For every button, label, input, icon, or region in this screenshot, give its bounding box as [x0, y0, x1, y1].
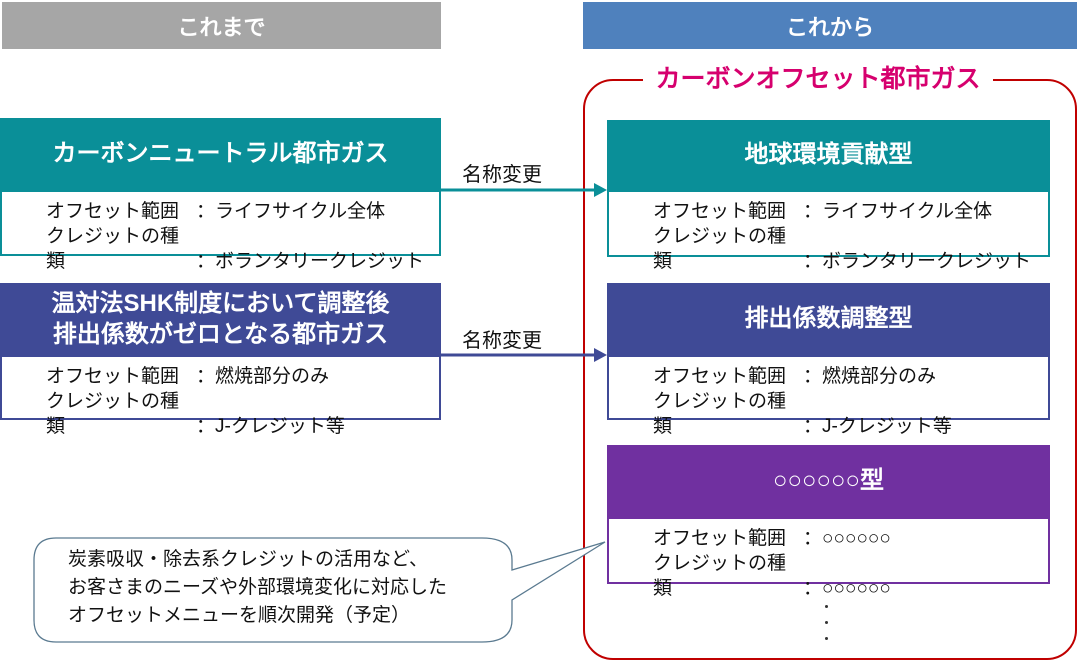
callout-bubble — [33, 537, 606, 643]
before-header: これまで — [2, 2, 441, 49]
separator: ： — [196, 366, 216, 387]
separator: ： — [803, 201, 823, 222]
credit-value: ボランタリークレジット — [215, 251, 425, 272]
shk-title: 温対法SHK制度において調整後 排出係数がゼロとなる都市ガス — [0, 283, 441, 355]
future-type-title: ○○○○○○型 — [607, 445, 1050, 517]
emission-factor-title: 排出係数調整型 — [607, 283, 1050, 355]
group-title: カーボンオフセット都市ガス — [643, 62, 993, 96]
range-label: オフセット範囲 — [653, 201, 787, 222]
future-type-details: オフセット範囲：○○○○○○ クレジットの種類：○○○○○○ — [607, 517, 1050, 599]
separator: ： — [196, 201, 216, 222]
global-environment-title: 地球環境貢献型 — [607, 120, 1050, 190]
separator: ： — [803, 528, 823, 549]
separator: ： — [196, 251, 216, 272]
arrow-2 — [441, 348, 607, 362]
global-environment-details: オフセット範囲：ライフサイクル全体 クレジットの種類：ボランタリークレジット — [607, 190, 1050, 272]
separator: ： — [196, 416, 216, 437]
separator: ： — [803, 578, 823, 599]
emission-factor-details: オフセット範囲：燃焼部分のみ クレジットの種類：J-クレジット等 — [607, 355, 1050, 437]
separator: ： — [803, 366, 823, 387]
carbon-neutral-title: カーボンニュートラル都市ガス — [0, 118, 441, 190]
separator: ： — [803, 251, 823, 272]
range-value: 燃焼部分のみ — [822, 366, 937, 387]
range-value: ライフサイクル全体 — [822, 201, 993, 222]
after-header: これから — [583, 2, 1077, 49]
shk-details: オフセット範囲：燃焼部分のみ クレジットの種類：J-クレジット等 — [0, 355, 441, 437]
callout-line: 炭素吸収・除去系クレジットの活用など、 — [68, 549, 429, 570]
callout-line: お客さまのニーズや外部環境変化に対応した — [68, 577, 448, 598]
credit-label: クレジットの種類 — [46, 391, 180, 437]
rename-label-1: 名称変更 — [462, 164, 542, 186]
ellipsis-dot — [825, 621, 828, 624]
callout-text: 炭素吸収・除去系クレジットの活用など、 お客さまのニーズや外部環境変化に対応した… — [68, 546, 447, 630]
carbon-neutral-details: オフセット範囲：ライフサイクル全体 クレジットの種類：ボランタリークレジット — [0, 190, 441, 272]
credit-value: ○○○○○○ — [822, 578, 891, 599]
credit-label: クレジットの種類 — [653, 391, 787, 437]
credit-label: クレジットの種類 — [46, 226, 180, 272]
separator: ： — [803, 416, 823, 437]
callout-line: オフセットメニューを順次開発（予定） — [68, 605, 411, 626]
rename-label-2: 名称変更 — [462, 330, 542, 352]
rename-arrows — [441, 183, 607, 362]
credit-value: ボランタリークレジット — [822, 251, 1032, 272]
credit-value: J-クレジット等 — [215, 416, 345, 437]
range-label: オフセット範囲 — [46, 201, 180, 222]
ellipsis-dot — [825, 605, 828, 608]
range-label: オフセット範囲 — [653, 528, 787, 549]
range-value: ライフサイクル全体 — [215, 201, 386, 222]
credit-value: J-クレジット等 — [822, 416, 952, 437]
credit-label: クレジットの種類 — [653, 226, 787, 272]
range-value: ○○○○○○ — [822, 528, 891, 549]
shk-title-line1: 温対法SHK制度において調整後 — [51, 289, 390, 317]
credit-label: クレジットの種類 — [653, 553, 787, 599]
range-label: オフセット範囲 — [46, 366, 180, 387]
arrow-1 — [441, 183, 607, 197]
range-label: オフセット範囲 — [653, 366, 787, 387]
range-value: 燃焼部分のみ — [215, 366, 330, 387]
shk-title-line2: 排出係数がゼロとなる都市ガス — [52, 321, 389, 348]
ellipsis-dot — [825, 637, 828, 640]
